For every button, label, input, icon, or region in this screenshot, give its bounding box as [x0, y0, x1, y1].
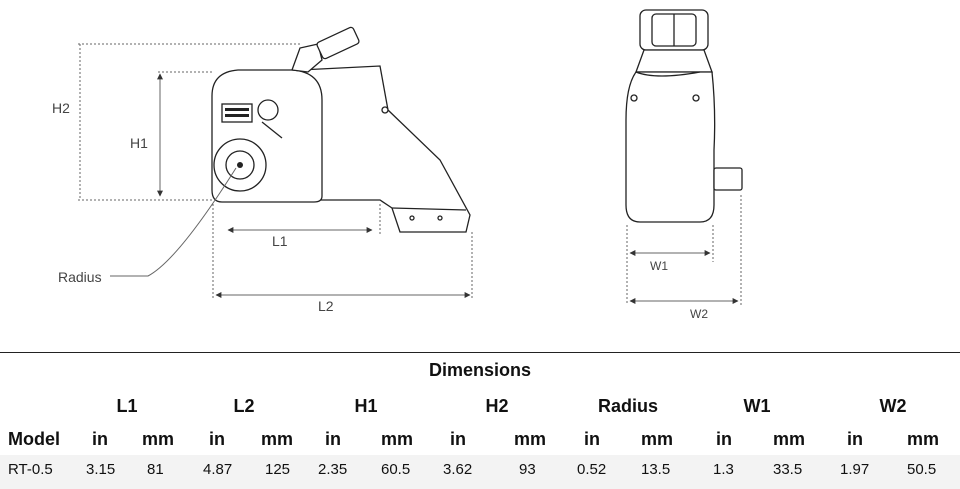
header-l2: L2 — [233, 396, 255, 416]
cell-w1-in: 1.3 — [713, 461, 734, 478]
unit-in: in — [450, 429, 466, 449]
cell-h1-mm: 60.5 — [381, 461, 411, 478]
l1-label: L1 — [272, 233, 288, 249]
unit-mm: mm — [381, 429, 414, 449]
cell-h1-in: 2.35 — [318, 461, 348, 478]
unit-in: in — [716, 429, 732, 449]
cell-w2-mm: 50.5 — [907, 461, 937, 478]
unit-mm: mm — [773, 429, 806, 449]
unit-mm: mm — [514, 429, 547, 449]
h2-label: H2 — [52, 100, 70, 116]
header-model: Model — [8, 429, 60, 449]
l2-label: L2 — [318, 298, 334, 314]
tool-side-view — [211, 26, 471, 233]
technical-drawing: H2 H1 L1 L2 Radius W1 W2 — [52, 9, 743, 321]
cell-h2-mm: 93 — [519, 461, 536, 478]
cell-l2-in: 4.87 — [203, 461, 233, 478]
unit-in: in — [847, 429, 863, 449]
tool-front-view — [625, 9, 743, 223]
cell-radius-mm: 13.5 — [641, 461, 671, 478]
unit-mm: mm — [907, 429, 940, 449]
unit-in: in — [209, 429, 225, 449]
cell-w1-mm: 33.5 — [773, 461, 803, 478]
unit-mm: mm — [142, 429, 175, 449]
header-h2: H2 — [485, 396, 509, 416]
header-radius: Radius — [597, 396, 659, 416]
cell-l2-mm: 125 — [265, 461, 291, 478]
cell-radius-in: 0.52 — [577, 461, 607, 478]
table-title: Dimensions — [428, 360, 532, 380]
w1-label: W1 — [650, 259, 668, 273]
header-h1: H1 — [354, 396, 378, 416]
cell-w2-in: 1.97 — [840, 461, 870, 478]
header-l1: L1 — [116, 396, 138, 416]
unit-in: in — [584, 429, 600, 449]
cell-model: RT-0.5 — [8, 461, 53, 478]
cell-l1-in: 3.15 — [86, 461, 116, 478]
unit-in: in — [325, 429, 341, 449]
unit-mm: mm — [261, 429, 294, 449]
header-w1: W1 — [743, 396, 771, 416]
radius-label: Radius — [58, 269, 102, 285]
dimension-lines-front — [626, 195, 742, 305]
h1-label: H1 — [130, 135, 148, 151]
table-row — [0, 455, 960, 489]
cell-h2-in: 3.62 — [443, 461, 473, 478]
unit-in: in — [92, 429, 108, 449]
table-top-rule — [0, 352, 960, 353]
dimension-lines-side — [78, 43, 473, 298]
header-w2: W2 — [879, 396, 907, 416]
w2-label: W2 — [690, 307, 708, 321]
cell-l1-mm: 81 — [147, 461, 164, 478]
unit-mm: mm — [641, 429, 674, 449]
